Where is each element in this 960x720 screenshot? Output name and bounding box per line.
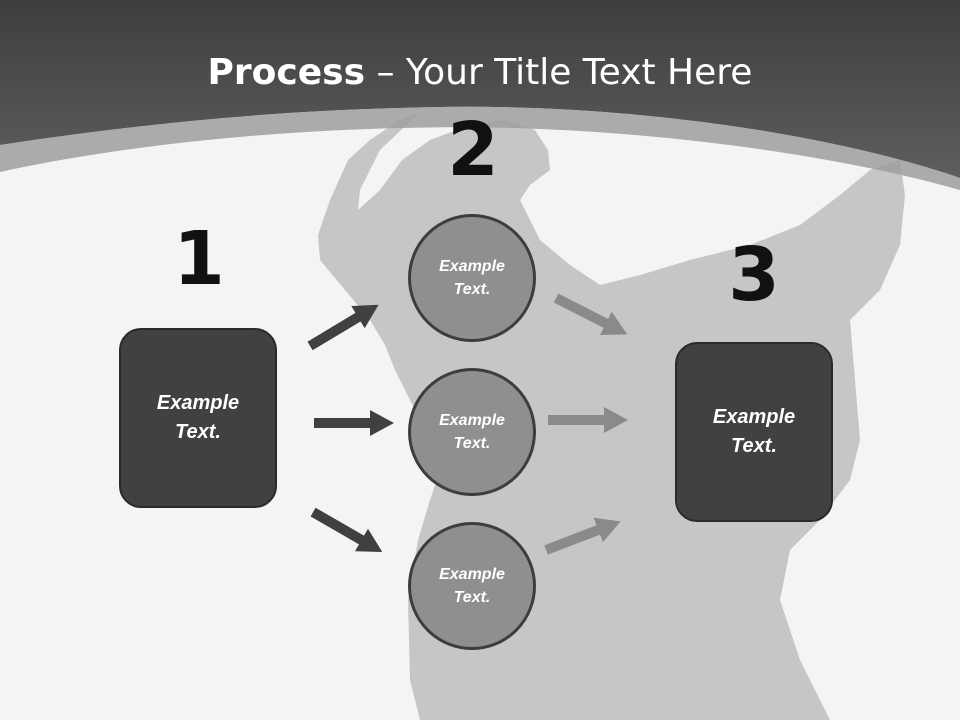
header-swoosh xyxy=(0,106,960,190)
circle-middle-text: Example Text. xyxy=(439,412,505,452)
left-step-text: Example Text. xyxy=(156,392,240,443)
arrow-bottom-to-right xyxy=(544,517,621,555)
circle-top-text: Example Text. xyxy=(439,258,505,298)
arrow-left-to-top xyxy=(307,304,379,351)
process-circle-middle[interactable]: Example Text. xyxy=(408,368,536,496)
circle-bottom-text: Example Text. xyxy=(439,566,505,606)
arrow-left-to-bottom xyxy=(310,507,383,552)
right-step-text: Example Text. xyxy=(712,406,796,457)
left-step-box[interactable]: Example Text. xyxy=(119,328,277,508)
title-rest: – Your Title Text Here xyxy=(365,52,753,93)
header-band xyxy=(0,0,960,178)
process-circle-bottom[interactable]: Example Text. xyxy=(408,522,536,650)
title-bold: Process xyxy=(207,52,366,93)
right-step-box[interactable]: Example Text. xyxy=(675,342,833,522)
arrow-top-to-right xyxy=(553,293,628,336)
step-number-2: 2 xyxy=(447,107,499,193)
step-number-1: 1 xyxy=(173,216,225,302)
process-circle-top[interactable]: Example Text. xyxy=(408,214,536,342)
slide-title: Process – Your Title Text Here xyxy=(0,52,960,93)
arrow-left-to-middle xyxy=(314,410,394,436)
arrow-middle-to-right xyxy=(548,407,628,433)
step-number-3: 3 xyxy=(728,232,780,318)
